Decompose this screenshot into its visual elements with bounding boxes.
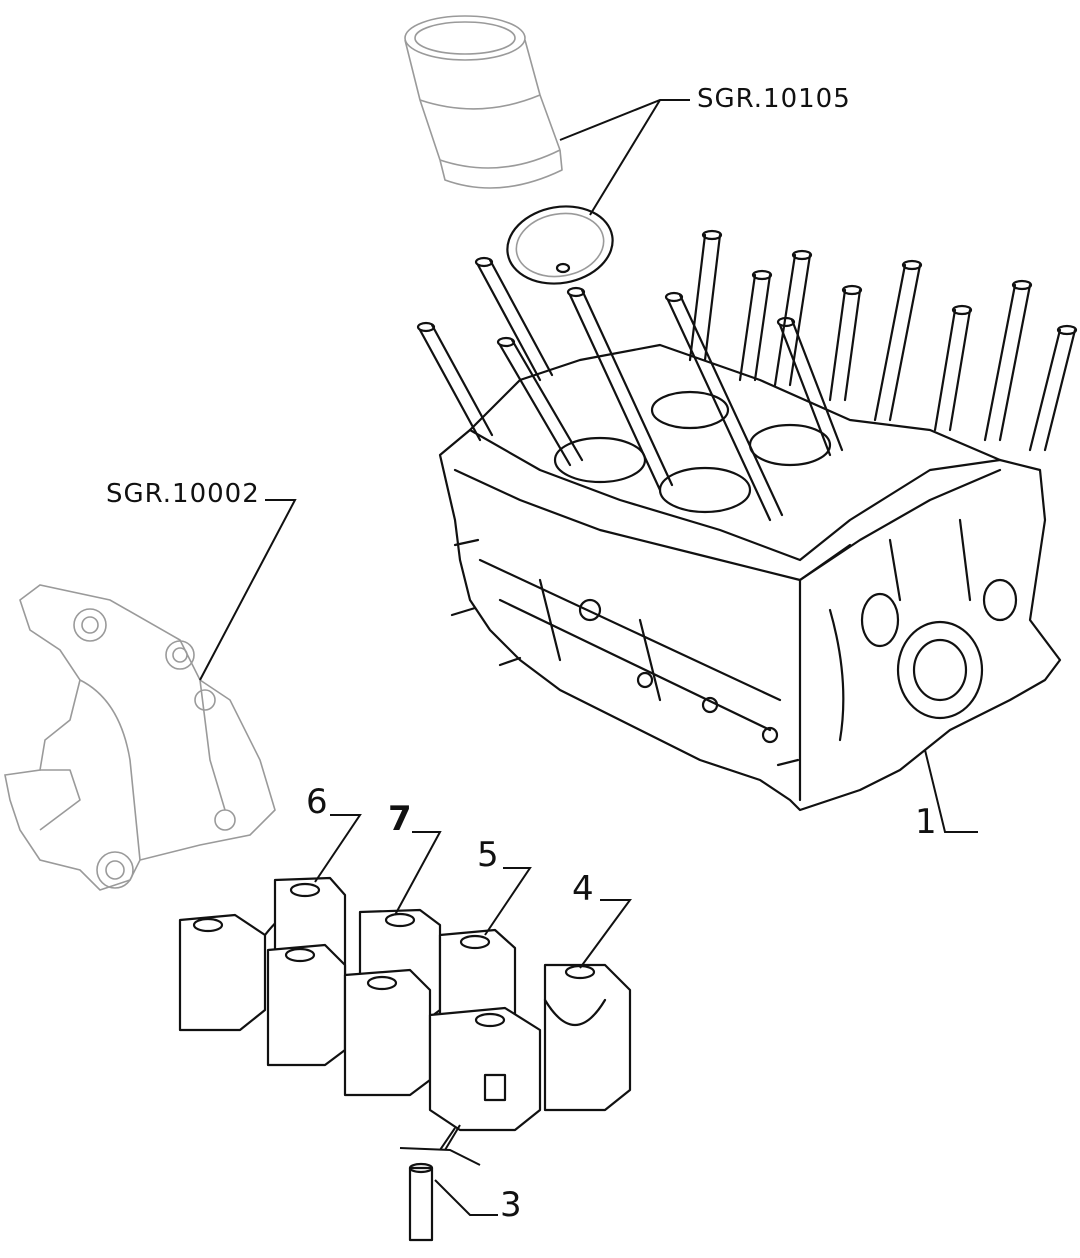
main-bearing-cap-front-row-c [428,1006,542,1132]
dowel-pin [408,1162,434,1242]
callout-part-7: 7 [388,799,412,839]
cylinder-liner [404,15,563,189]
callout-part-4: 4 [572,869,594,909]
callout-part-3: 3 [500,1185,522,1225]
callout-sgr-10105: SGR.10105 [697,84,851,114]
engine-mount-bracket [4,584,276,891]
callout-part-5: 5 [477,835,499,875]
main-bearing-cap-4 [543,963,632,1112]
engine-block [416,229,1078,812]
callout-part-1: 1 [915,802,937,842]
main-bearing-cap-front-row-b [343,968,432,1097]
main-bearing-cap-front-row-a [266,943,347,1067]
callout-sgr-10002: SGR.10002 [106,479,260,509]
leader-lines [199,99,978,1216]
callout-part-6: 6 [306,782,328,822]
liner-seal-ring [506,205,614,285]
